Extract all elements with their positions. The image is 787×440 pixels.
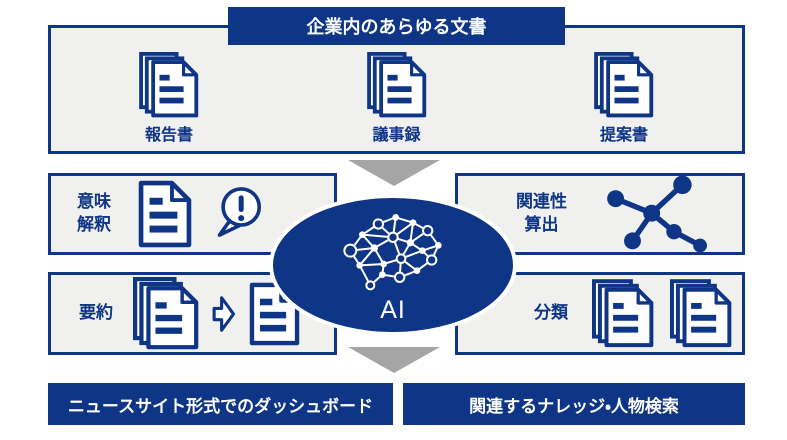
function-label: 要約 bbox=[79, 303, 113, 323]
output-banner-dashboard: ニュースサイト形式でのダッシュボード bbox=[48, 383, 393, 425]
function-box-summary: 要約 bbox=[48, 272, 337, 355]
output-banner-label: ニュースサイト形式でのダッシュボード bbox=[67, 396, 374, 416]
document-type-label: 提案書 bbox=[599, 127, 648, 144]
output-banner-knowledge-search: 関連するナレッジ・人物検索 bbox=[403, 383, 745, 425]
document-type-proposal: 提案書 bbox=[594, 52, 654, 145]
document-type-report: 報告書 bbox=[139, 52, 199, 145]
network-graph-icon bbox=[585, 171, 723, 257]
document-type-minutes: 議事録 bbox=[367, 52, 427, 145]
document-stack-icon bbox=[367, 52, 427, 118]
flow-down-arrow-icon bbox=[348, 160, 440, 186]
ai-core-ellipse: AI bbox=[269, 194, 517, 336]
document-stack-icon bbox=[670, 279, 732, 348]
function-label: 関連性 算出 bbox=[516, 192, 567, 234]
function-box-relevance-calculation: 関連性 算出 bbox=[455, 173, 745, 255]
title-banner: 企業内のあらゆる文書 bbox=[228, 7, 565, 45]
ai-core-label: AI bbox=[380, 295, 406, 324]
document-stack-icon bbox=[133, 277, 199, 350]
output-banner-label: 関連するナレッジ・人物検索 bbox=[469, 396, 679, 416]
document-type-label: 議事録 bbox=[372, 127, 421, 144]
arrow-right-icon bbox=[211, 291, 236, 337]
document-icon bbox=[137, 180, 193, 248]
brain-network-icon bbox=[337, 208, 449, 296]
document-type-label: 報告書 bbox=[144, 127, 193, 144]
function-label: 意味 解釈 bbox=[77, 192, 111, 234]
exclamation-bubble-icon bbox=[213, 185, 265, 239]
semantic-icons bbox=[137, 180, 193, 248]
document-stack-icon bbox=[594, 52, 654, 118]
document-stack-icon bbox=[139, 52, 199, 118]
flow-down-arrow-icon bbox=[348, 347, 440, 373]
document-stack-icon bbox=[592, 279, 654, 348]
title-banner-label: 企業内のあらゆる文書 bbox=[306, 17, 487, 37]
function-label: 分類 bbox=[534, 303, 568, 323]
